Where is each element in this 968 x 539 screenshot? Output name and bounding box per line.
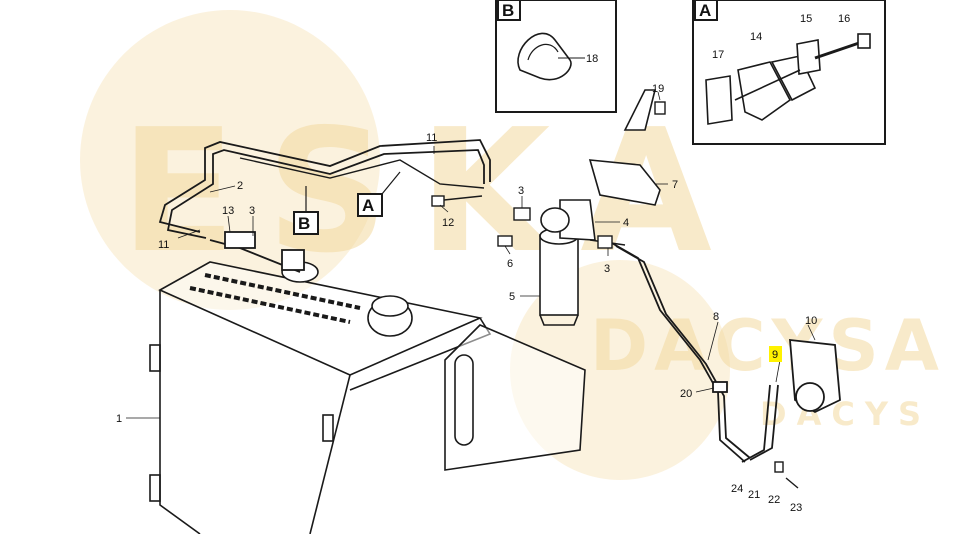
inset-a-tag: A — [699, 1, 711, 20]
leader-lines — [126, 91, 816, 419]
view-tag-a-box — [357, 193, 383, 217]
callout-19: 19 — [652, 83, 664, 95]
callout-11-top: 11 — [426, 132, 437, 144]
callout-20: 20 — [680, 388, 692, 400]
callout-6: 6 — [507, 258, 513, 270]
callout-7: 7 — [672, 179, 678, 191]
callout-18: 18 — [586, 53, 598, 65]
view-tag-b: B — [298, 214, 310, 233]
callout-17: 17 — [712, 49, 724, 61]
callout-10: 10 — [805, 315, 817, 327]
callout-23: 23 — [790, 502, 802, 514]
callout-3-left: 3 — [249, 205, 255, 217]
callout-11-left: 11 — [158, 239, 169, 251]
callout-5: 5 — [509, 291, 515, 303]
inset-b-tag-box — [497, 0, 521, 21]
callout-2: 2 — [237, 180, 243, 192]
callout-16: 16 — [838, 13, 850, 25]
callout-13: 13 — [222, 205, 234, 217]
callout-15: 15 — [800, 13, 812, 25]
callout-9: 9 — [772, 349, 778, 361]
svg-text:DACYSA: DACYSA — [590, 305, 945, 387]
callout-3-top: 3 — [518, 185, 524, 197]
callout-22: 22 — [768, 494, 780, 506]
hose-assembly — [609, 241, 841, 463]
callout-14: 14 — [750, 31, 762, 43]
inset-a — [692, 0, 886, 145]
callout-24: 24 — [731, 483, 743, 495]
highlight-9 — [769, 346, 782, 362]
callout-8: 8 — [713, 311, 719, 323]
view-tag-a: A — [362, 196, 374, 215]
callout-4: 4 — [623, 217, 629, 229]
callout-21: 21 — [748, 489, 760, 501]
fuel-filter — [539, 89, 661, 326]
svg-text:DACYS: DACYS — [760, 395, 931, 433]
callout-1: 1 — [116, 413, 122, 425]
callout-12: 12 — [442, 217, 454, 229]
fuel-tank — [149, 261, 586, 535]
fittings — [431, 101, 799, 489]
inset-b-tag: B — [502, 1, 514, 20]
callout-3-right: 3 — [604, 263, 610, 275]
fuel-pipes — [158, 139, 491, 273]
inset-a-tag-box — [694, 0, 718, 21]
